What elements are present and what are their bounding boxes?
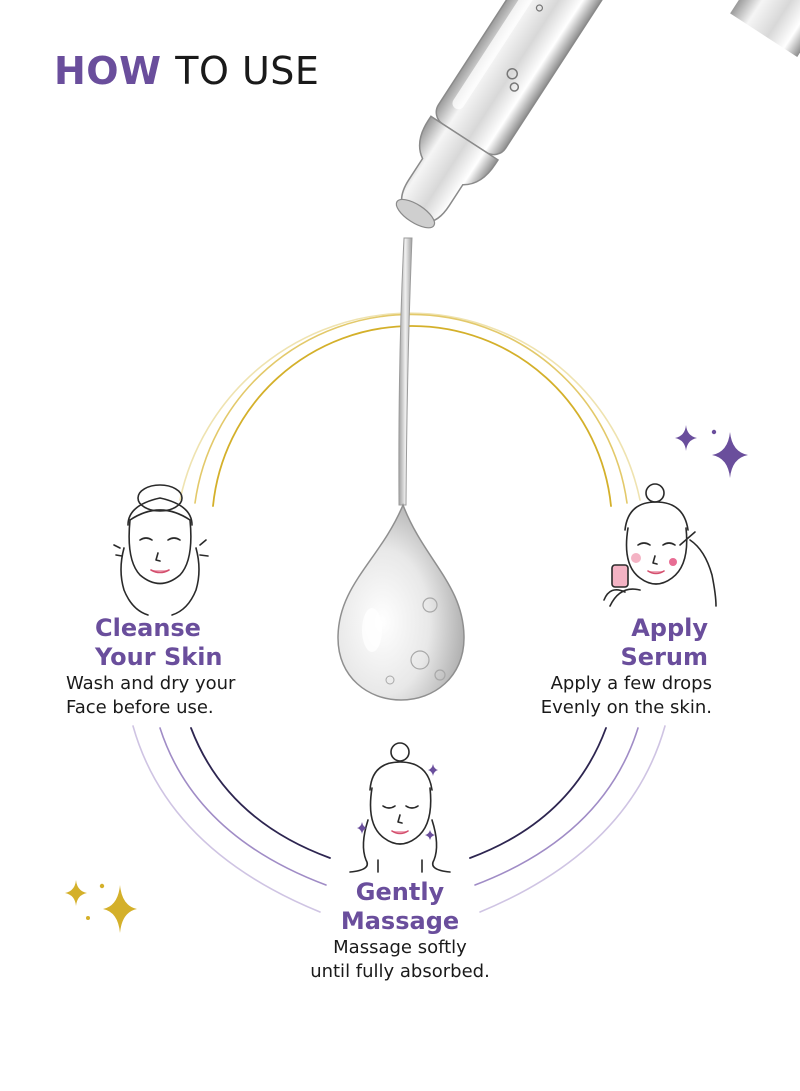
step-cleanse-title: Cleanse Your Skin [95, 614, 332, 672]
step-massage-title: Gently Massage [270, 878, 530, 936]
step-cleanse-title-line1: Cleanse [95, 614, 201, 642]
title-accent: HOW [54, 49, 162, 93]
sparkle-icon-gold-large [103, 885, 137, 933]
sparkle-icon-gold-group [65, 880, 137, 933]
sparkle-icon-purple-group [675, 425, 748, 478]
purple-arc-right-outer [479, 725, 666, 913]
step-apply-title-line1: Apply [631, 614, 708, 642]
purple-arc-right-inner [469, 727, 607, 859]
serum-stream [398, 237, 413, 506]
step-cleanse-desc: Wash and dry your Face before use. [66, 672, 332, 720]
face-illustration-apply-icon [603, 483, 717, 607]
purple-arc-right-middle [474, 727, 639, 886]
step-apply-desc-line1: Apply a few drops [550, 673, 712, 694]
serum-drop-icon [337, 502, 465, 701]
step-apply-desc-line2: Evenly on the skin. [540, 697, 712, 718]
sparkle-icon-gold-small [65, 880, 87, 906]
step-cleanse: Cleanse Your Skin Wash and dry your Face… [66, 614, 332, 720]
face-illustration-cleanse-icon [113, 484, 209, 616]
step-massage-title-line2: Massage [340, 907, 460, 935]
sparkle-icon-face-1 [428, 764, 438, 776]
sparkle-dot [711, 429, 717, 435]
gold-arcs [179, 312, 641, 507]
page-title: HOW TO USE [54, 48, 319, 94]
step-massage-desc-line2: until fully absorbed. [310, 961, 490, 982]
gold-arc-inner [212, 325, 612, 507]
sparkle-icon-face-2 [357, 822, 367, 834]
purple-arcs-right [469, 725, 666, 913]
step-cleanse-title-line2: Your Skin [95, 643, 223, 671]
purple-arc-left-outer [132, 725, 321, 913]
step-apply: Apply Serum Apply a few drops Evenly on … [468, 614, 712, 720]
step-massage-desc-line1: Massage softly [333, 937, 467, 958]
step-apply-desc: Apply a few drops Evenly on the skin. [468, 672, 712, 720]
sparkle-icon-face-3 [425, 830, 435, 840]
purple-arc-left-middle [159, 727, 327, 886]
gold-arc-outer [179, 312, 641, 501]
dropper-icon [395, 0, 800, 229]
step-massage-desc: Massage softly until fully absorbed. [270, 936, 530, 984]
sparkle-icon-small [675, 425, 697, 451]
step-apply-title-line2: Serum [620, 643, 709, 671]
step-cleanse-desc-line2: Face before use. [66, 697, 214, 718]
sparkle-icon-face-group [357, 764, 438, 840]
face-illustration-massage-icon [349, 742, 451, 873]
purple-arcs-left [132, 725, 331, 913]
gold-arc-middle [194, 313, 628, 504]
sparkle-icon [712, 432, 748, 478]
purple-arc-left-inner [190, 727, 331, 859]
title-rest: TO USE [175, 49, 320, 93]
step-massage: Gently Massage Massage softly until full… [270, 878, 530, 984]
step-cleanse-desc-line1: Wash and dry your [66, 673, 236, 694]
step-apply-title: Apply Serum [468, 614, 709, 672]
sparkle-dot-gold-2 [86, 916, 90, 920]
sparkle-dot-gold-1 [99, 883, 105, 889]
step-massage-title-line1: Gently [355, 878, 445, 906]
